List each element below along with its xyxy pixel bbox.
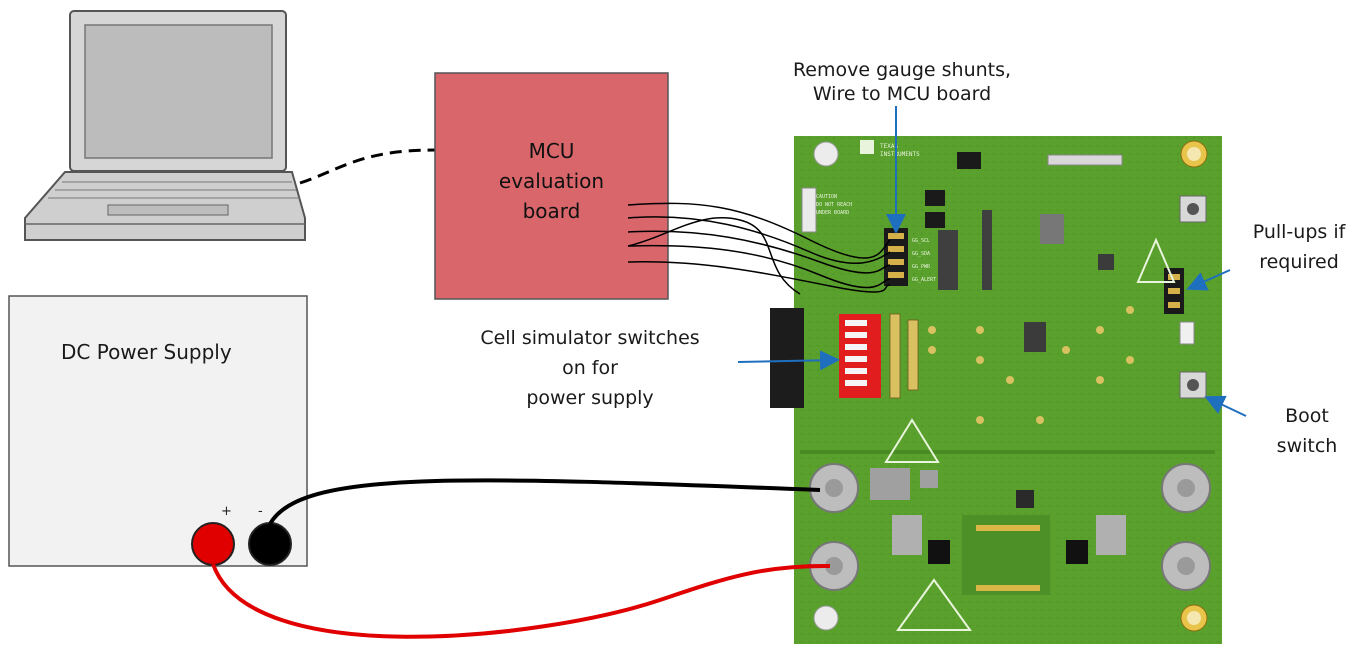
mcu-label-line2: evaluation [498, 169, 605, 193]
gauge-callout-line2: Wire to MCU board [812, 83, 992, 105]
pullup-callout-line2: required [1259, 251, 1339, 273]
negative-sign: - [258, 504, 263, 519]
cell-callout-line1: Cell simulator switches [480, 327, 700, 349]
i2c-wires [627, 202, 891, 295]
red-power-wire [211, 563, 831, 639]
power-supply-label: DC Power Supply [61, 340, 232, 364]
pullup-callout-arrow [1186, 269, 1231, 291]
mcu-board-label: MCU evaluation board [435, 136, 668, 226]
svg-text:DO NOT REACH: DO NOT REACH [816, 202, 852, 208]
svg-text:INSTRUMENTS: INSTRUMENTS [880, 151, 920, 158]
cell-simulator-callout: Cell simulator switches on for power sup… [440, 326, 740, 410]
boot-callout-line1: Boot [1285, 405, 1329, 427]
gauge-shunt-callout: Remove gauge shunts, Wire to MCU board [742, 58, 1062, 106]
mcu-label-line3: board [522, 199, 581, 223]
svg-text:GG_ALERT: GG_ALERT [912, 277, 936, 283]
usb-cable [299, 148, 436, 185]
gauge-evm-board: CAUTION DO NOT REACH UNDER BOARD GG_SCL … [770, 136, 1222, 644]
boot-switch-callout: Boot switch [1248, 404, 1366, 458]
positive-terminal [191, 522, 235, 566]
boot-callout-line2: switch [1276, 435, 1338, 457]
svg-text:GG_SDA: GG_SDA [912, 251, 930, 257]
laptop-icon [24, 10, 306, 241]
power-supply-box [8, 295, 308, 567]
gauge-callout-line1: Remove gauge shunts, [792, 59, 1012, 81]
boot-callout-arrow [1204, 395, 1247, 417]
svg-text:UNDER BOARD: UNDER BOARD [816, 210, 849, 216]
cell-callout-line3: power supply [526, 387, 654, 409]
svg-text:CAUTION: CAUTION [816, 194, 837, 200]
positive-sign: + [221, 504, 232, 519]
pullup-callout: Pull-ups if required [1236, 220, 1362, 274]
cell-switch-callout-arrow [737, 350, 840, 371]
svg-text:TEXAS: TEXAS [880, 143, 898, 150]
black-power-wire [268, 478, 821, 525]
svg-text:GG_SCL: GG_SCL [912, 238, 930, 244]
pullup-callout-line1: Pull-ups if [1252, 221, 1346, 243]
mcu-label-line1: MCU [528, 139, 575, 163]
svg-text:GG_PWR: GG_PWR [912, 264, 931, 270]
cell-callout-line2: on for [562, 357, 618, 379]
negative-terminal [248, 522, 292, 566]
